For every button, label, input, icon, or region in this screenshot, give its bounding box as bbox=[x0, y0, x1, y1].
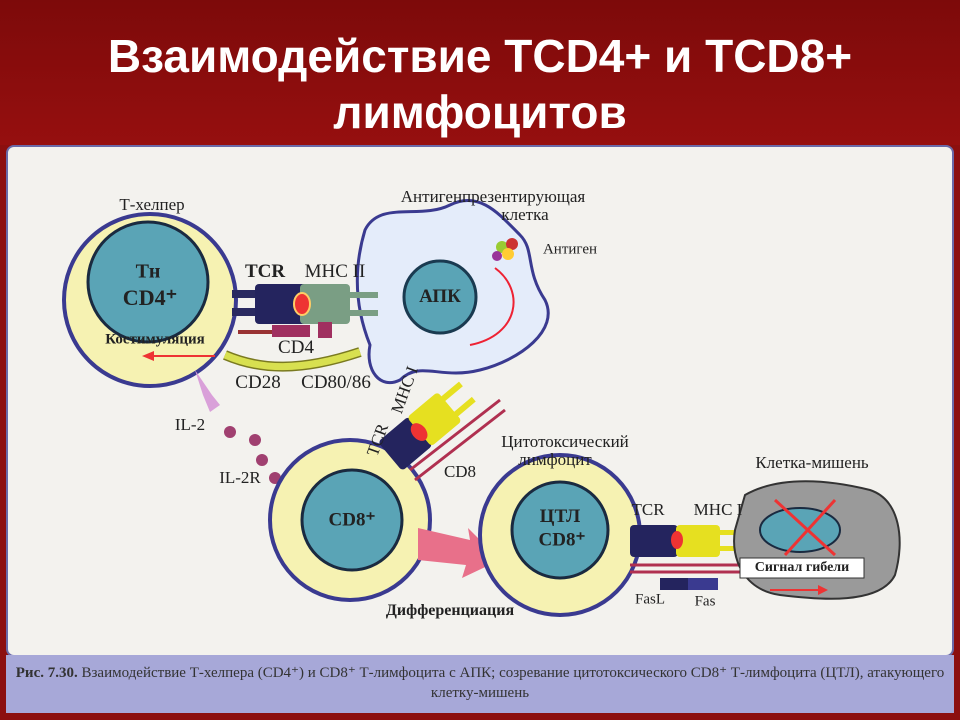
il2r-label: IL-2R bbox=[219, 468, 261, 487]
cd8086-label: CD80/86 bbox=[301, 372, 371, 393]
tcr-label: TCR bbox=[244, 261, 286, 282]
il2-label: IL-2 bbox=[174, 415, 206, 434]
fas-label: Fas bbox=[694, 593, 716, 610]
figure-number: Рис. 7.30. bbox=[15, 665, 78, 681]
th-label: Тн bbox=[135, 260, 161, 283]
il2-arrow bbox=[195, 370, 220, 412]
tcr-block bbox=[255, 284, 309, 324]
cd4plus-label: CD4⁺ bbox=[122, 285, 178, 310]
cd8-nucleus bbox=[300, 468, 404, 572]
caption-text: Взаимодействие Т-хелпера (CD4⁺) и CD8⁺ Т… bbox=[81, 665, 945, 701]
apc-nucleus bbox=[402, 259, 478, 335]
ctl-cd8-label: CD8⁺ bbox=[538, 529, 586, 551]
slide-title: Взаимодействие TCD4+ и TCD8+ лимфоцитов bbox=[0, 0, 960, 145]
mhc1b-label: MHC I bbox=[693, 500, 743, 519]
ctl-label: ЦТЛ bbox=[539, 506, 581, 527]
ctl-nucleus bbox=[510, 480, 610, 580]
apc-label: АПК bbox=[419, 286, 461, 307]
cd4-label: CD4 bbox=[278, 337, 314, 358]
mhc2-label: MHC II bbox=[304, 261, 366, 282]
apc-title-line2: клетка bbox=[501, 205, 549, 224]
ctl-title-line1: Цитотоксический bbox=[501, 432, 629, 451]
cd28-label: CD28 bbox=[235, 372, 281, 393]
th-nucleus bbox=[86, 220, 210, 344]
antigen-processing-arrow bbox=[469, 267, 515, 346]
differentiation-label: Дифференциация bbox=[385, 602, 515, 619]
mhc2-block bbox=[300, 284, 350, 324]
antigen-label: Антиген bbox=[542, 241, 598, 258]
cd8-label: CD8 bbox=[443, 462, 477, 481]
apc-title-line1: Антигенпрезентирующая bbox=[400, 187, 586, 206]
death-signal-label: Сигнал гибели bbox=[754, 560, 850, 575]
target-cell-label: Клетка-мишень bbox=[755, 453, 869, 472]
fasl-label: FasL bbox=[635, 591, 665, 608]
costimulation-label: Костимуляция bbox=[105, 331, 205, 348]
ctl-title-line2: лимфоцит bbox=[518, 450, 592, 469]
t-helper-label: Т-хелпер bbox=[119, 195, 185, 214]
tcr3-label: TCR bbox=[631, 500, 665, 519]
figure-caption: Рис. 7.30. Взаимодействие Т-хелпера (CD4… bbox=[6, 655, 954, 713]
cd8plus-label: CD8⁺ bbox=[328, 509, 376, 531]
target-nucleus bbox=[759, 507, 841, 553]
